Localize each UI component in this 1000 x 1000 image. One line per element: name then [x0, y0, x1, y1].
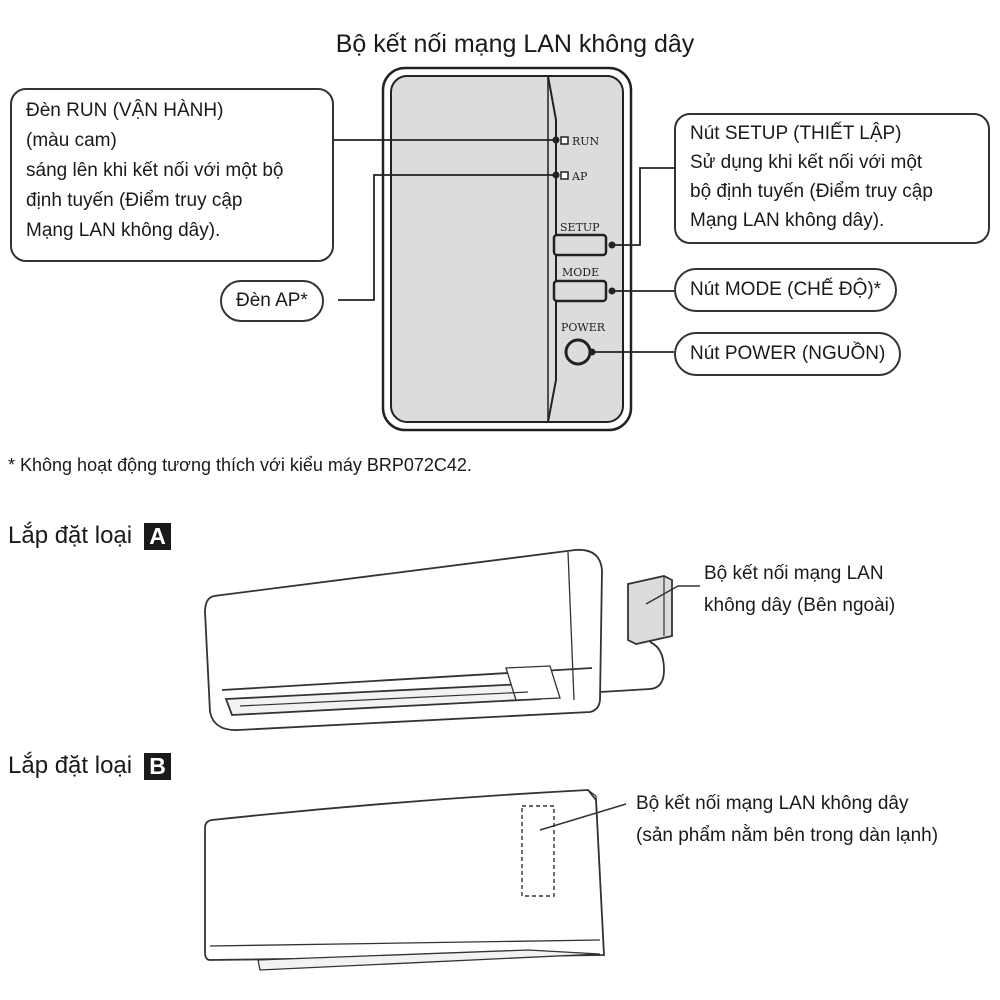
run-callout-line1: Đèn RUN (VẬN HÀNH)	[26, 100, 224, 121]
install-a-caption: Bộ kết nối mạng LAN không dây (Bên ngoài…	[704, 558, 895, 622]
power-button[interactable]	[564, 338, 592, 366]
indoor-unit-b	[204, 789, 605, 971]
install-b-caption-line2: (sản phẩm nằm bên trong dàn lạnh)	[636, 825, 939, 846]
ap-light-callout: Đèn AP*	[220, 280, 324, 322]
compatibility-footnote: * Không hoạt động tương thích với kiểu m…	[8, 455, 472, 475]
mode-label: MODE	[562, 266, 599, 279]
install-b-caption-line1: Bộ kết nối mạng LAN không dây	[636, 793, 909, 814]
ap-led	[560, 171, 569, 180]
external-adapter-a	[599, 575, 673, 693]
diagram-title: Bộ kết nối mạng LAN không dây	[335, 30, 695, 58]
run-callout-line3: sáng lên khi kết nối với một bộ	[26, 160, 284, 181]
leader-line-a	[645, 585, 700, 605]
internal-adapter-outline	[521, 805, 555, 897]
indoor-unit-a	[204, 548, 603, 731]
mode-button[interactable]	[552, 279, 608, 303]
run-label: RUN	[572, 135, 600, 148]
install-a-caption-line2: không dây (Bên ngoài)	[704, 595, 896, 616]
setup-button-callout: Nút SETUP (THIẾT LẬP) Sử dụng khi kết nố…	[674, 113, 990, 244]
install-b-badge: B	[144, 752, 172, 780]
install-type-b-heading: Lắp đặt loại B	[8, 752, 172, 780]
setup-label: SETUP	[560, 221, 600, 234]
run-light-callout: Đèn RUN (VẬN HÀNH) (màu cam) sáng lên kh…	[10, 88, 334, 262]
install-a-caption-line1: Bộ kết nối mạng LAN	[704, 563, 884, 584]
run-callout-line4: định tuyến (Điểm truy cập	[26, 190, 243, 211]
run-callout-line2: (màu cam)	[26, 130, 117, 151]
run-led	[560, 136, 569, 145]
leader-lines	[334, 139, 674, 353]
install-b-heading-text: Lắp đặt loại	[8, 752, 133, 779]
leader-line-b	[539, 803, 627, 831]
install-a-badge: A	[144, 522, 172, 550]
install-b-caption: Bộ kết nối mạng LAN không dây (sản phẩm …	[636, 788, 938, 852]
install-a-heading-text: Lắp đặt loại	[8, 522, 133, 549]
setup-callout-line4: Mạng LAN không dây).	[690, 210, 885, 231]
lan-adapter-device	[381, 66, 633, 432]
setup-callout-line1: Nút SETUP (THIẾT LẬP)	[690, 123, 902, 144]
setup-callout-line2: Sử dụng khi kết nối với một	[690, 152, 923, 173]
power-button-callout: Nút POWER (NGUỒN)	[674, 332, 902, 376]
ap-label: AP	[571, 170, 588, 183]
mode-button-callout: Nút MODE (CHẾ ĐỘ)*	[674, 268, 898, 312]
setup-callout-line3: bộ định tuyến (Điểm truy cập	[690, 181, 933, 202]
setup-button[interactable]	[552, 233, 608, 257]
install-type-a-heading: Lắp đặt loại A	[8, 522, 172, 550]
power-label: POWER	[561, 321, 606, 334]
run-callout-line5: Mạng LAN không dây).	[26, 220, 221, 241]
